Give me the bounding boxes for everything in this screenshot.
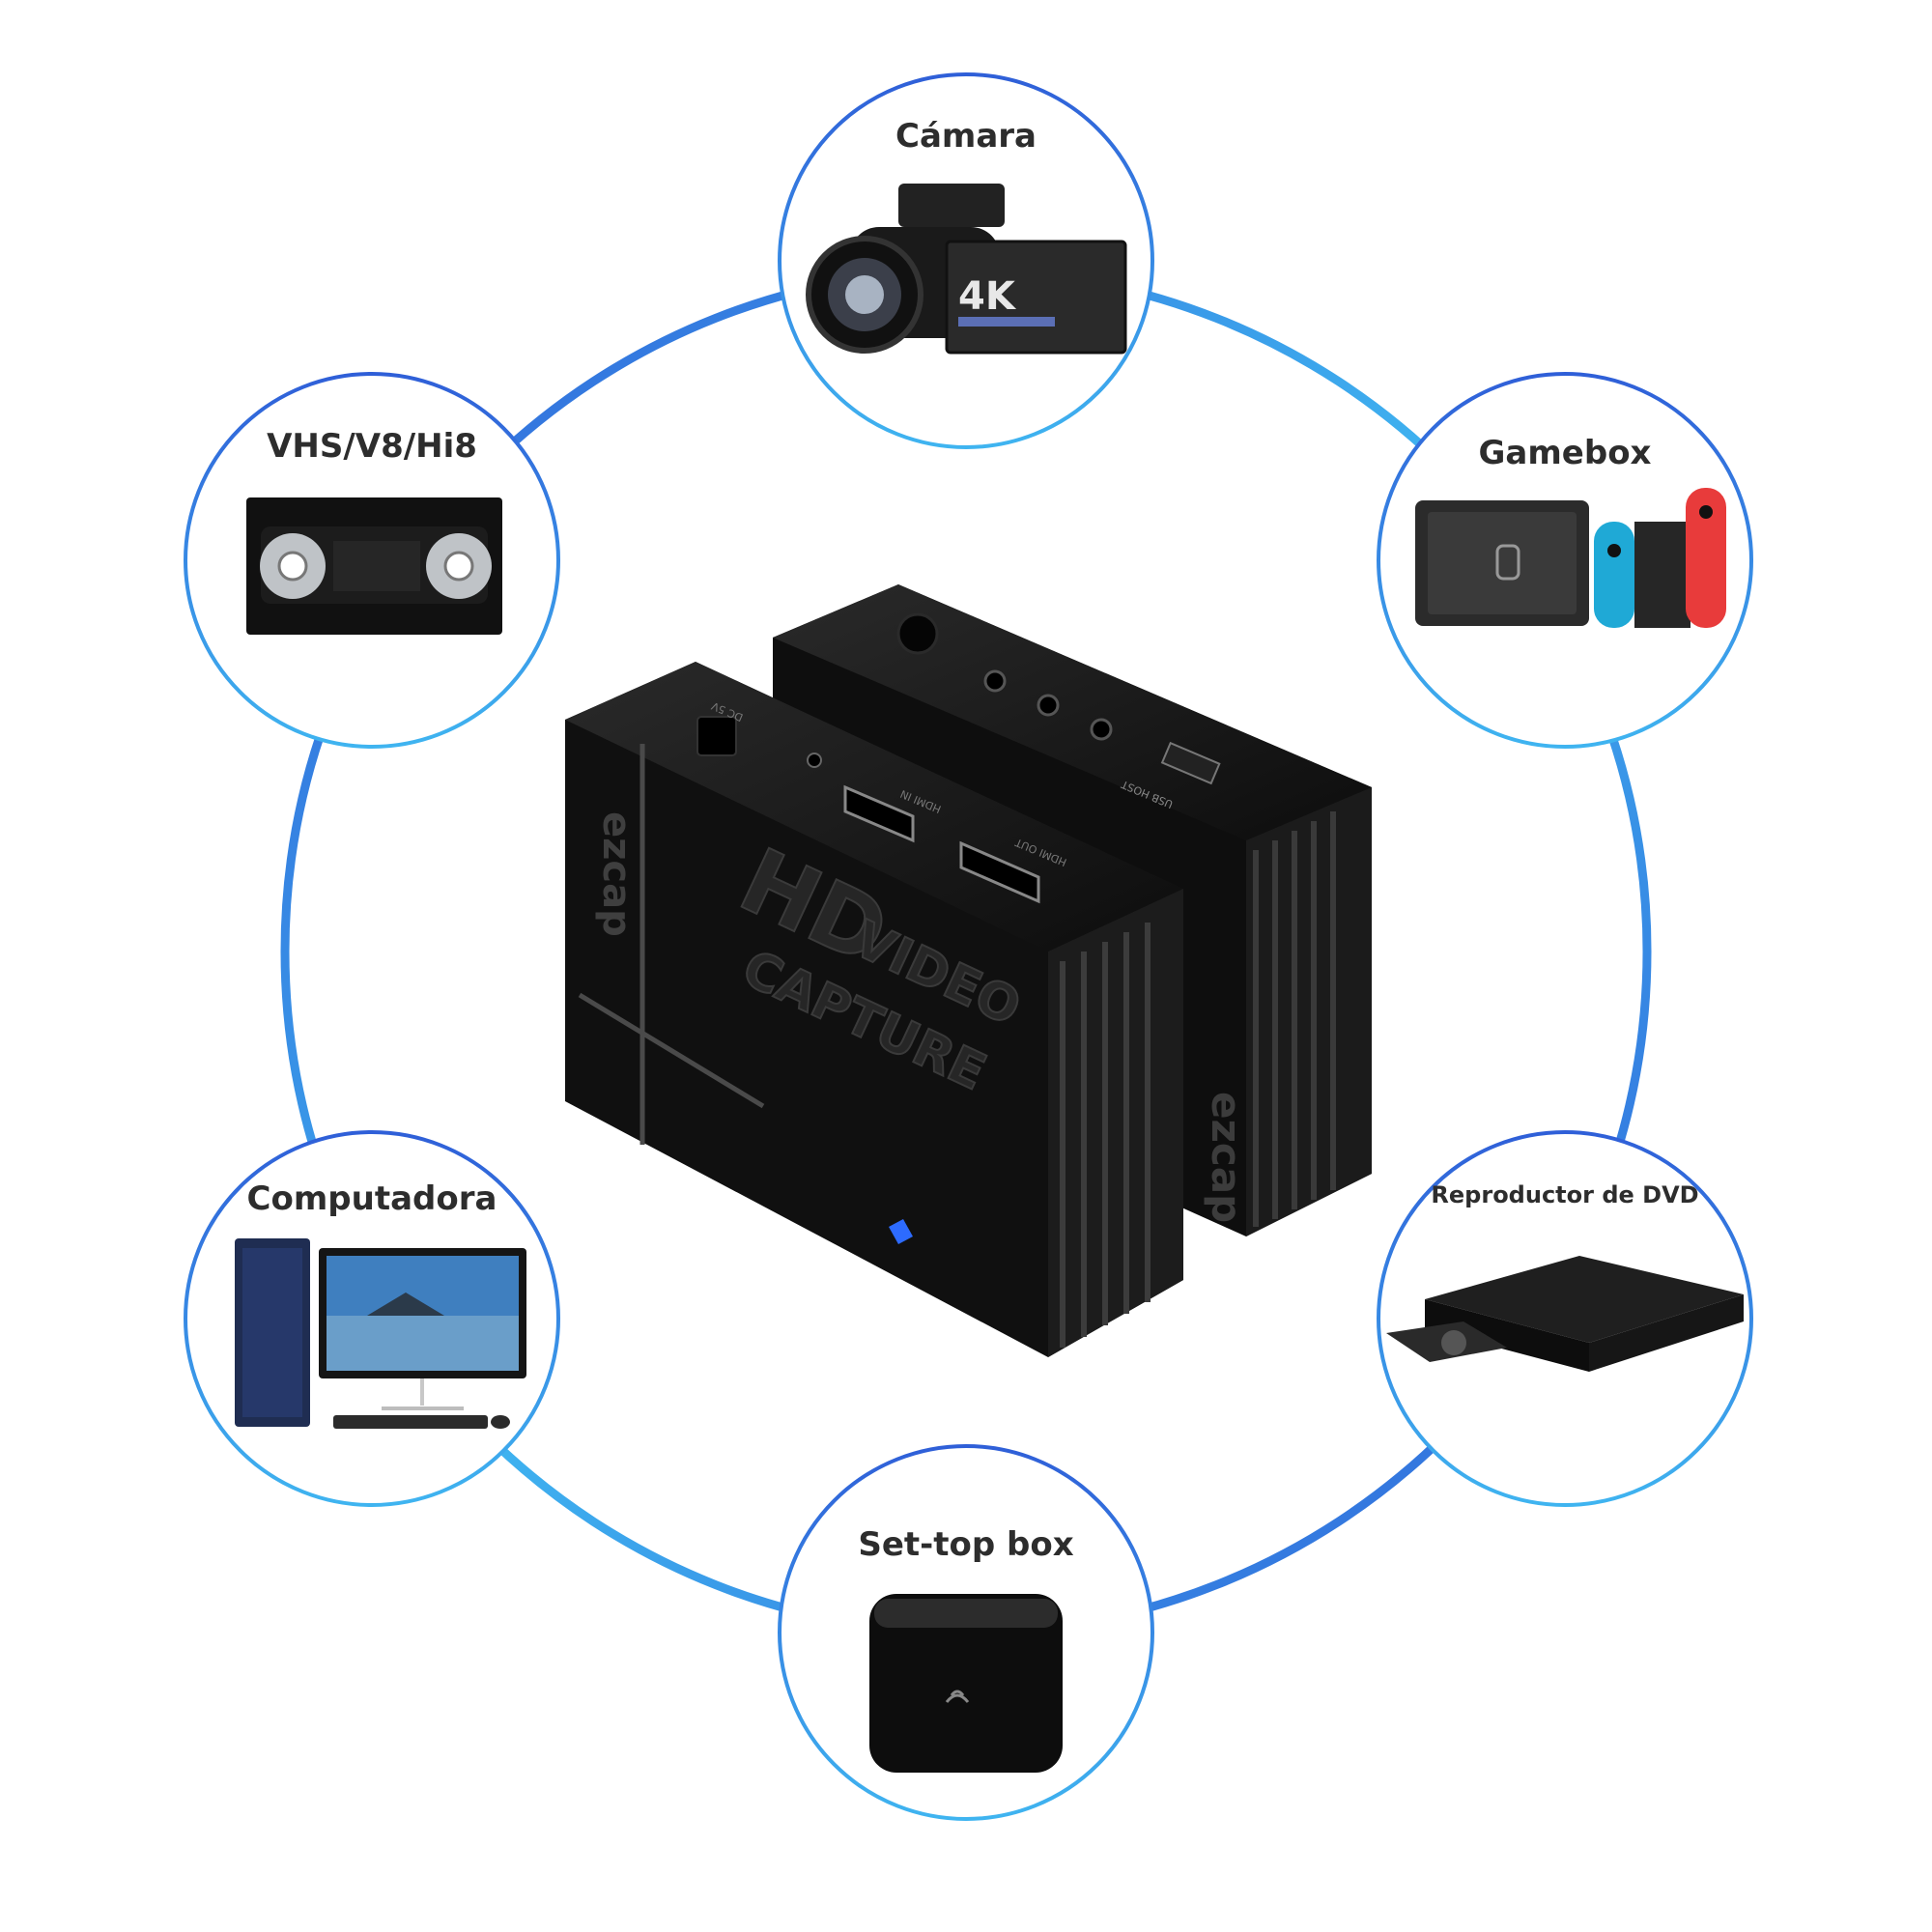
node-vhs: VHS/V8/Hi8 — [184, 372, 560, 749]
node-settop: Set-top box — [778, 1444, 1154, 1821]
node-computer-label: Computadora — [247, 1179, 497, 1218]
node-camera: Cámara 4K — [778, 72, 1154, 449]
front-brand: ezcap — [594, 811, 639, 937]
camera-screen-text: 4K — [958, 274, 1017, 319]
set-top-box-icon — [869, 1594, 1063, 1773]
rear-brand: ezcap — [1203, 1092, 1250, 1223]
node-settop-label: Set-top box — [858, 1525, 1073, 1564]
node-camera-label: Cámara — [895, 117, 1037, 156]
desktop-computer-icon — [235, 1238, 526, 1429]
node-computer: Computadora — [184, 1130, 560, 1507]
node-vhs-label: VHS/V8/Hi8 — [267, 427, 477, 466]
game-console-icon — [1415, 488, 1726, 628]
node-dvd-label: Reproductor de DVD — [1431, 1181, 1698, 1208]
camcorder-icon: 4K — [806, 184, 1127, 355]
node-dvd: Reproductor de DVD — [1377, 1130, 1753, 1507]
vhs-cassette-icon — [246, 497, 502, 635]
capture-device-front: DC 5V HDMI IN HDMI OUT ezcap HD VIDEO CA… — [565, 662, 1183, 1357]
dvd-player-icon — [1386, 1256, 1744, 1372]
node-gamebox: Gamebox — [1377, 372, 1753, 749]
node-gamebox-label: Gamebox — [1479, 434, 1652, 472]
status-led-icon — [889, 1219, 913, 1244]
